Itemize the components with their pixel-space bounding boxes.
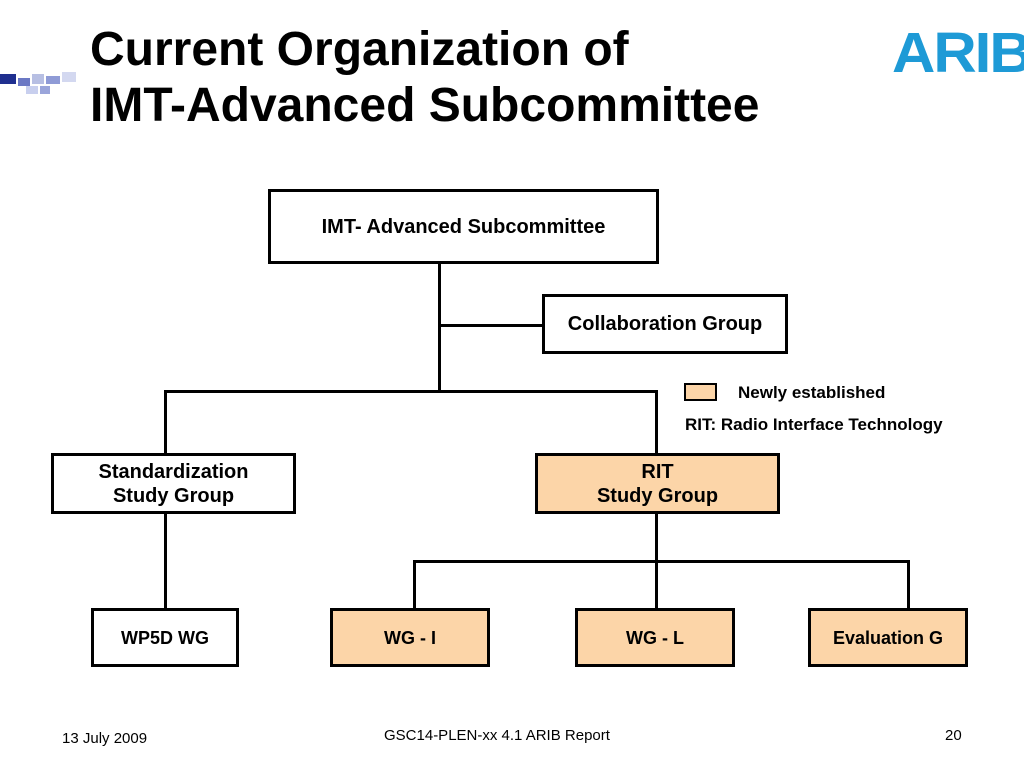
- connector-standardization-to-wp5d: [164, 512, 167, 610]
- connector-rit-drop: [655, 390, 658, 455]
- connector-rit-trunk: [655, 512, 658, 562]
- node-label: WG - I: [384, 627, 436, 648]
- connector-wg-i-drop: [413, 560, 416, 610]
- node-wp5d-wg: WP5D WG: [91, 608, 239, 667]
- title-line-1: Current Organization of: [90, 23, 629, 76]
- footer-center-text: GSC14-PLEN-xx 4.1 ARIB Report: [384, 727, 610, 744]
- node-collaboration-group: Collaboration Group: [542, 294, 788, 354]
- node-label: IMT- Advanced Subcommittee: [321, 215, 606, 238]
- node-label: Evaluation G: [832, 627, 944, 648]
- page-number: 20: [945, 727, 962, 744]
- connector-wg-l-drop: [655, 560, 658, 610]
- header-decoration: [0, 72, 76, 94]
- node-label: WG - L: [626, 627, 684, 648]
- node-imt-advanced-subcommittee: IMT- Advanced Subcommittee: [268, 189, 659, 264]
- connector-standardization-drop: [164, 390, 167, 455]
- title-line-2: IMT-Advanced Subcommittee: [90, 79, 760, 132]
- connector-level2-horizontal: [164, 390, 658, 393]
- node-evaluation-g: Evaluation G: [808, 608, 968, 667]
- connector-root-trunk: [438, 262, 441, 392]
- node-standardization-study-group: Standardization Study Group: [51, 453, 296, 514]
- node-label: Collaboration Group: [567, 313, 763, 335]
- arib-logo: ARIB: [892, 20, 1024, 85]
- legend-new-swatch: [684, 383, 717, 401]
- connector-level3-horizontal: [413, 560, 910, 563]
- node-wg-i: WG - I: [330, 608, 490, 667]
- legend-abbreviation: RIT: Radio Interface Technology: [685, 415, 943, 434]
- node-rit-study-group: RIT Study Group: [535, 453, 780, 514]
- node-label: RIT Study Group: [596, 460, 719, 507]
- footer-date: 13 July 2009: [62, 730, 148, 747]
- node-wg-l: WG - L: [575, 608, 735, 667]
- node-label: Standardization Study Group: [98, 460, 249, 507]
- node-label: WP5D WG: [121, 627, 209, 648]
- legend-new-label: Newly established: [738, 383, 886, 402]
- slide-title: Current Organization of IMT-Advanced Sub…: [90, 22, 759, 134]
- connector-collaboration: [438, 324, 544, 327]
- connector-evaluation-drop: [907, 560, 910, 610]
